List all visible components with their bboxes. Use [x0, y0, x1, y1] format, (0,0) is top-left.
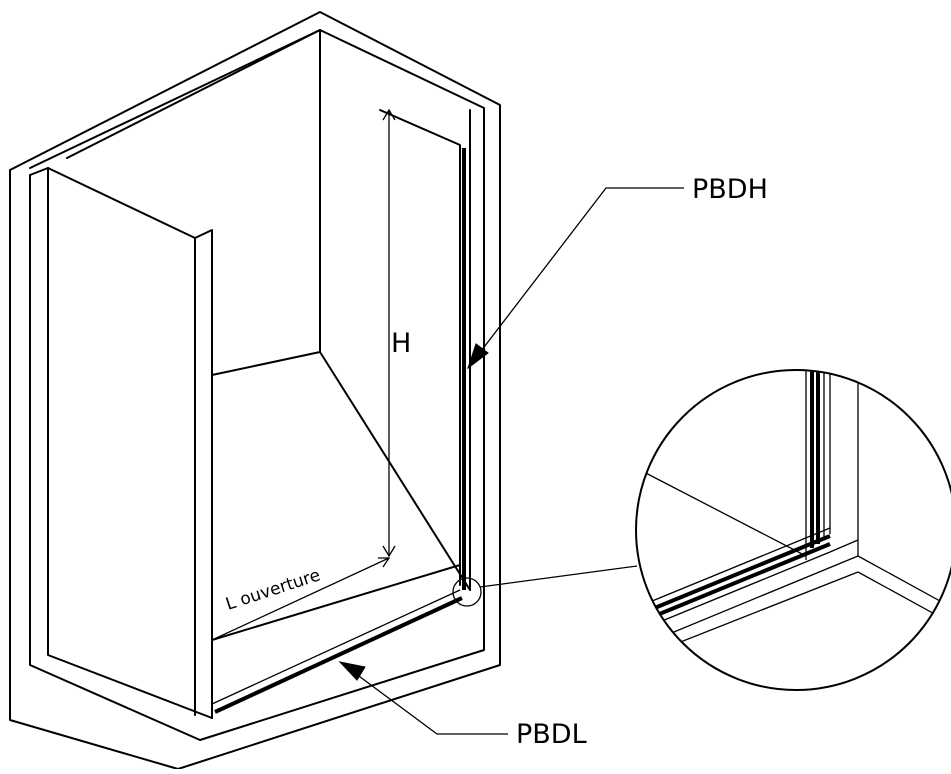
detail-marker	[452, 565, 638, 607]
pbdl-callout: PBDL	[338, 661, 587, 750]
glass-panel	[211, 109, 466, 714]
width-label: L ouverture	[223, 565, 322, 614]
pbdl-label: PBDL	[516, 719, 587, 750]
left-wall-panel	[29, 167, 213, 741]
pbdh-callout: PBDH	[467, 174, 768, 370]
enclosure-frame	[9, 11, 501, 770]
height-label: H	[391, 328, 411, 359]
pbdh-label: PBDH	[692, 174, 768, 205]
height-dimension: H	[382, 108, 411, 558]
detail-magnifier	[635, 369, 951, 691]
width-dimension: L ouverture	[211, 557, 391, 641]
